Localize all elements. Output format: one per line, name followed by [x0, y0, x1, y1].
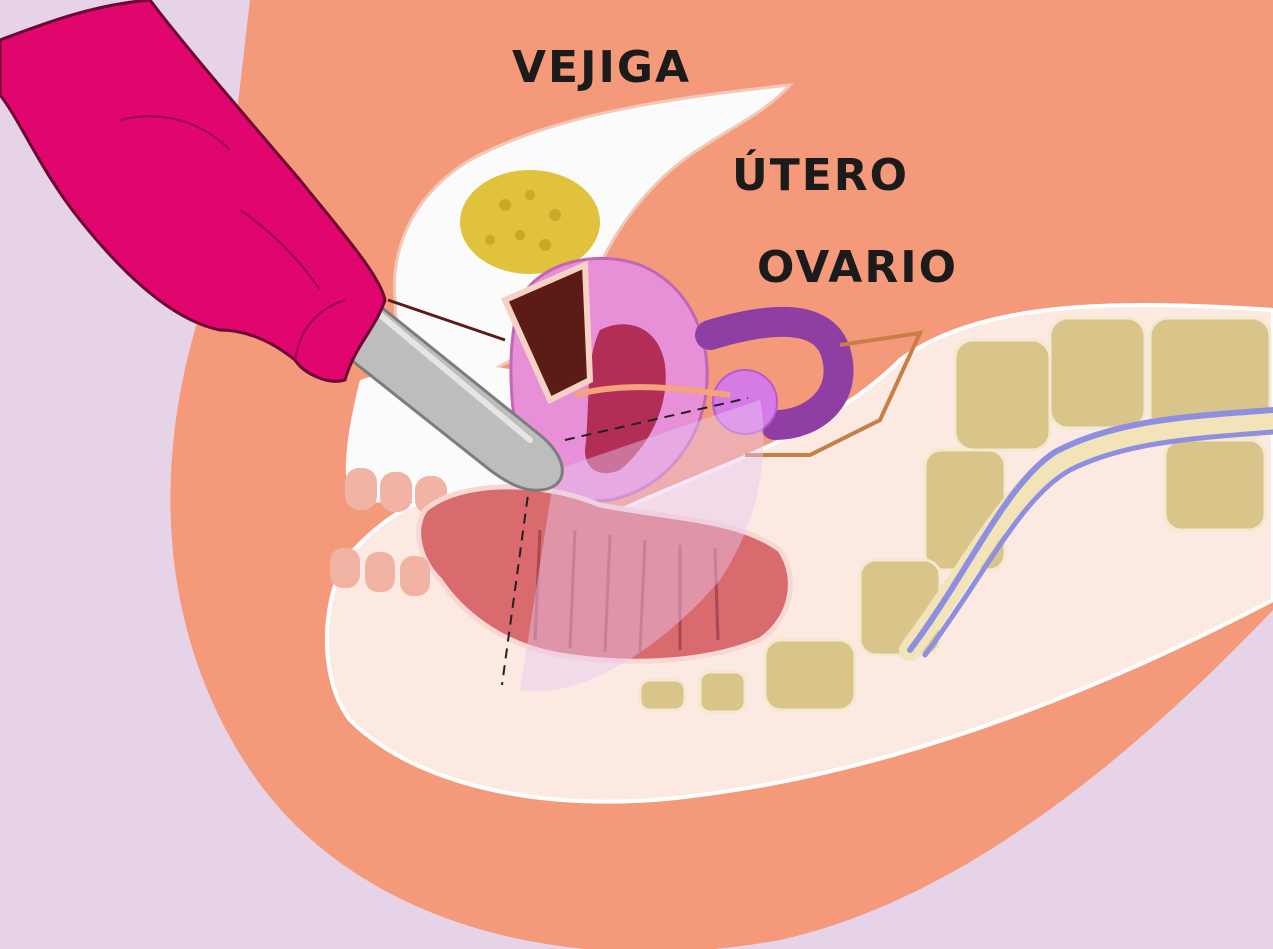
label-bladder: VEJIGA	[512, 42, 691, 93]
vertebra	[955, 340, 1050, 450]
vertebra	[700, 672, 745, 712]
vertebra	[640, 680, 685, 710]
vertebra	[1165, 440, 1265, 530]
vertebra	[765, 640, 855, 710]
label-uterus: ÚTERO	[732, 148, 909, 201]
bladder-content	[460, 170, 600, 274]
vertebra	[1050, 318, 1145, 428]
label-ovary: OVARIO	[757, 242, 958, 293]
